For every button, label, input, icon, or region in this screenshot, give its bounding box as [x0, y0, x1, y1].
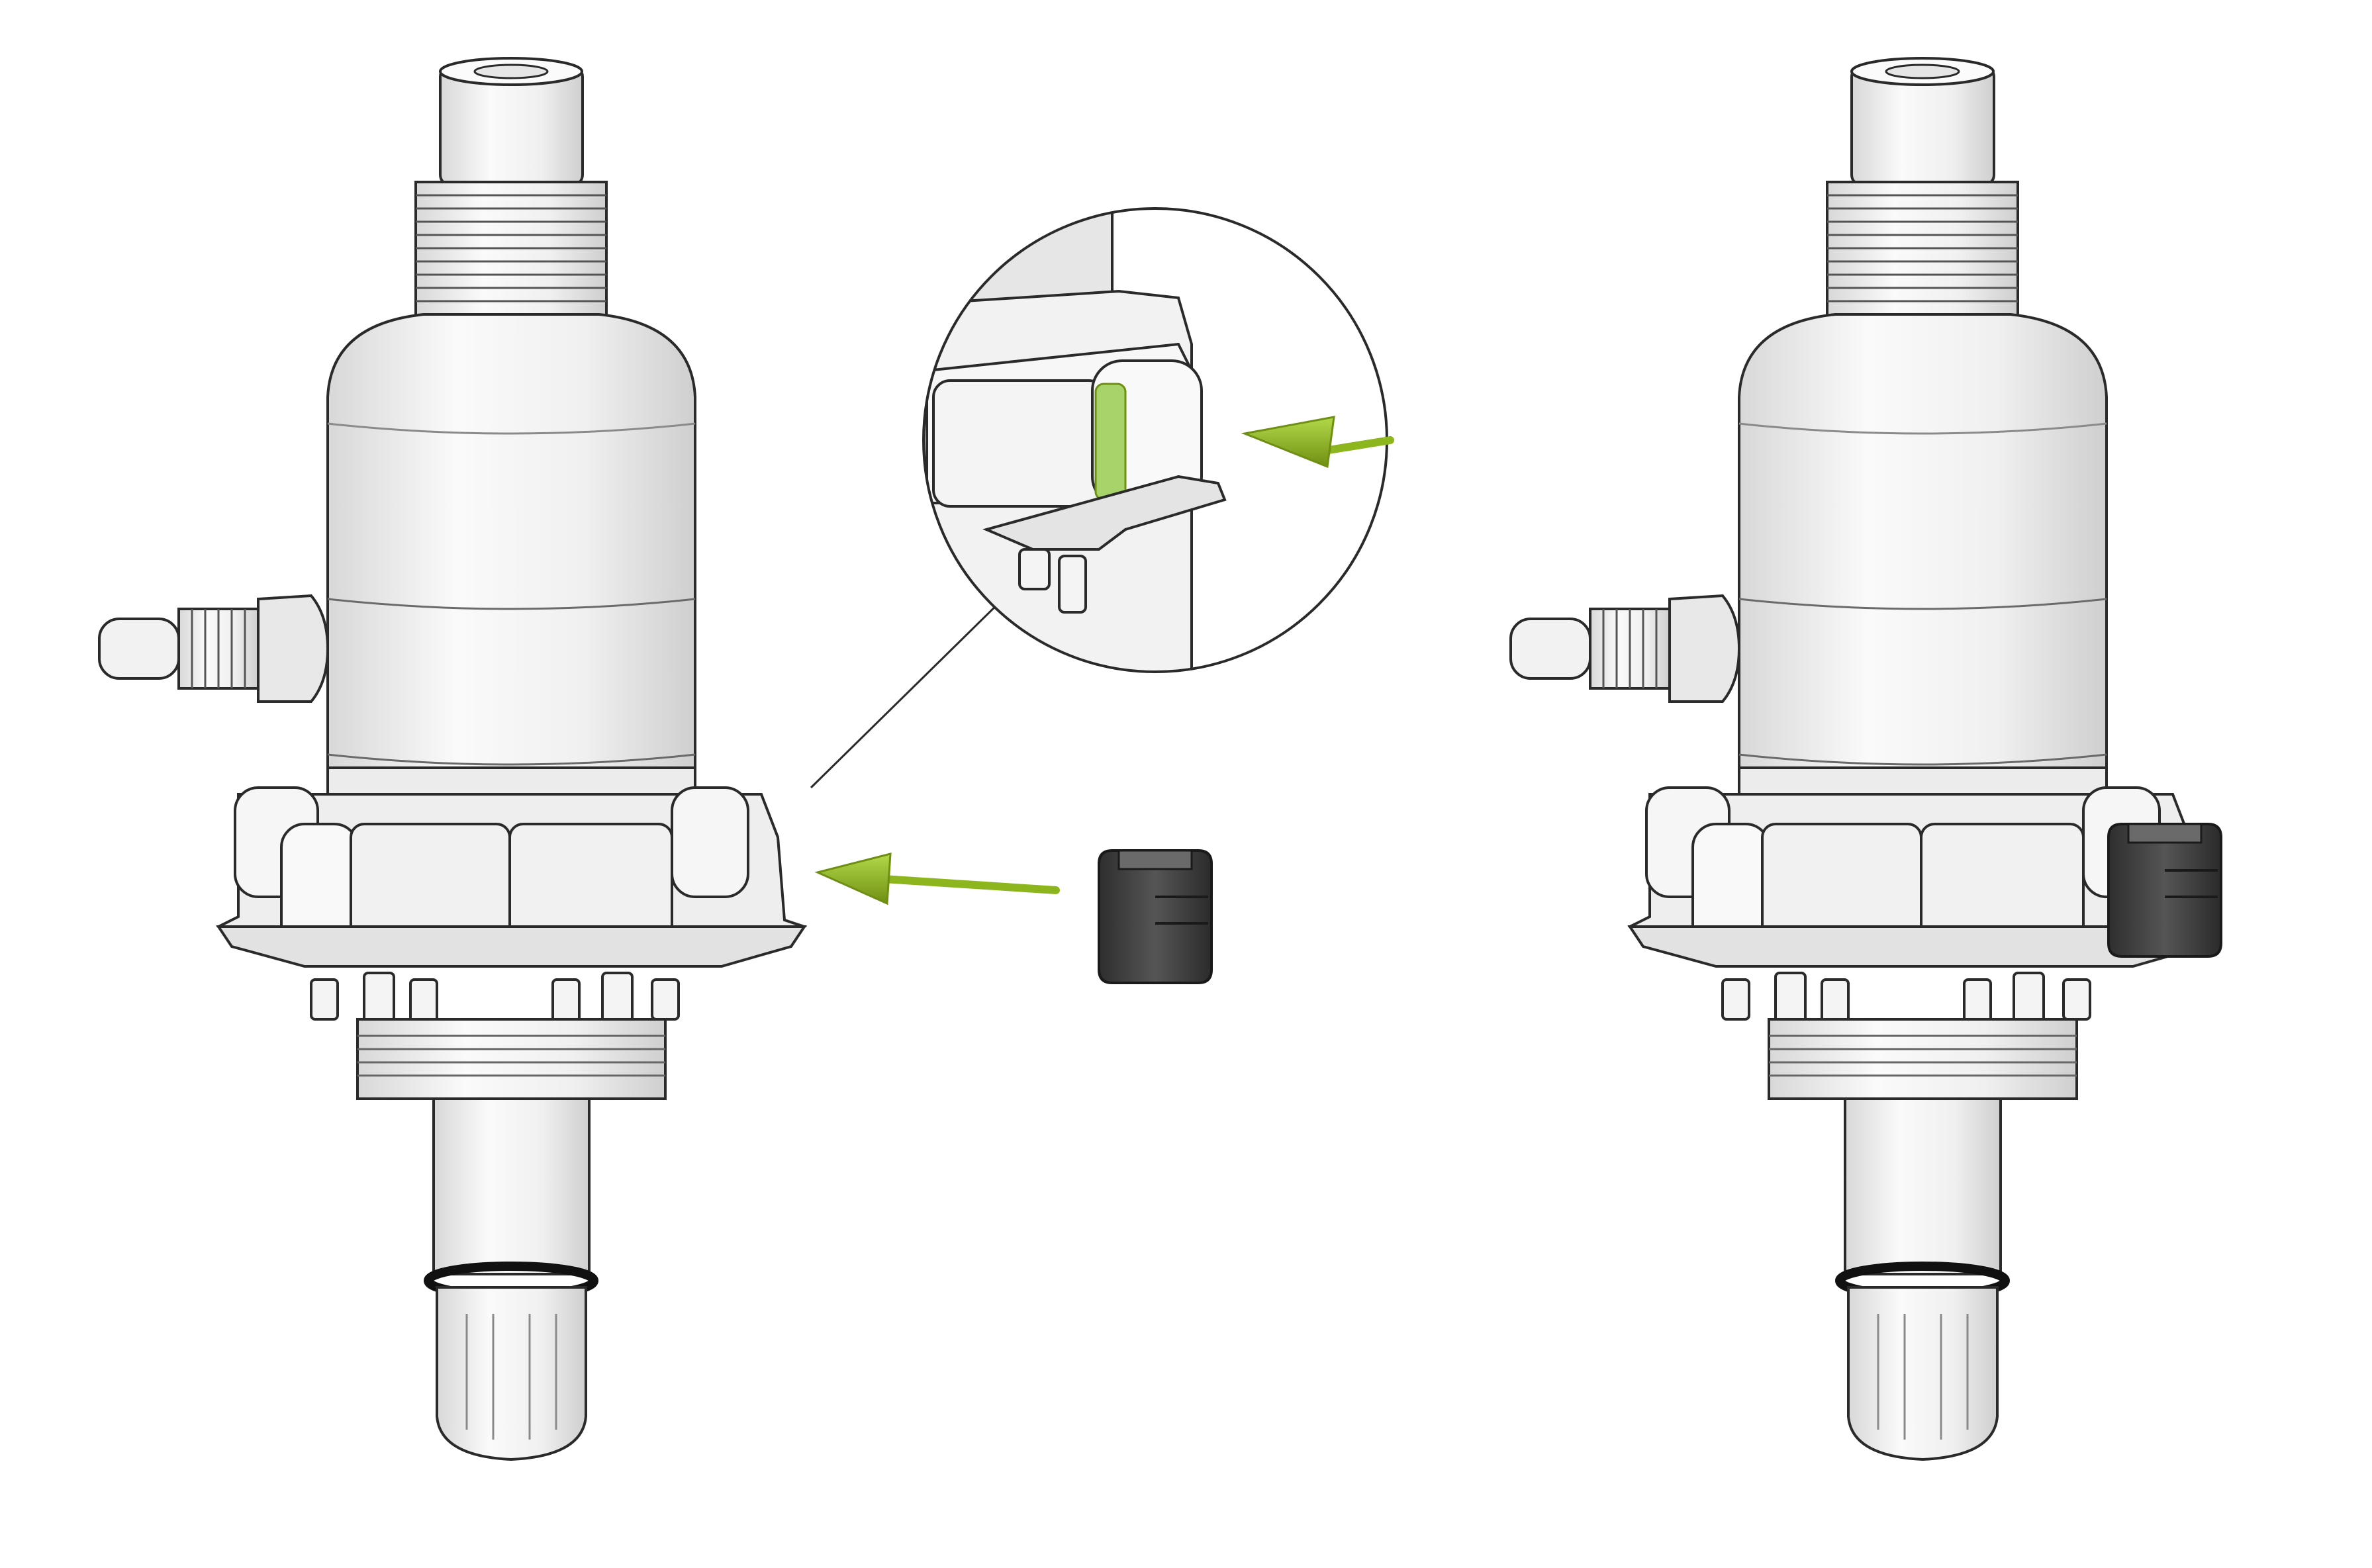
assembly-after: [1511, 58, 2222, 1459]
arrow-left-icon: [1241, 416, 1394, 469]
assembly-before: [99, 58, 804, 1459]
retaining-clip-icon: [1098, 849, 1213, 984]
detail-view: [922, 207, 1394, 673]
retaining-clip-icon: [2107, 823, 2222, 958]
clip-slot-highlight: [1094, 383, 1127, 501]
detail-leader-line: [810, 598, 1004, 789]
arrow-left-icon: [814, 853, 1060, 905]
